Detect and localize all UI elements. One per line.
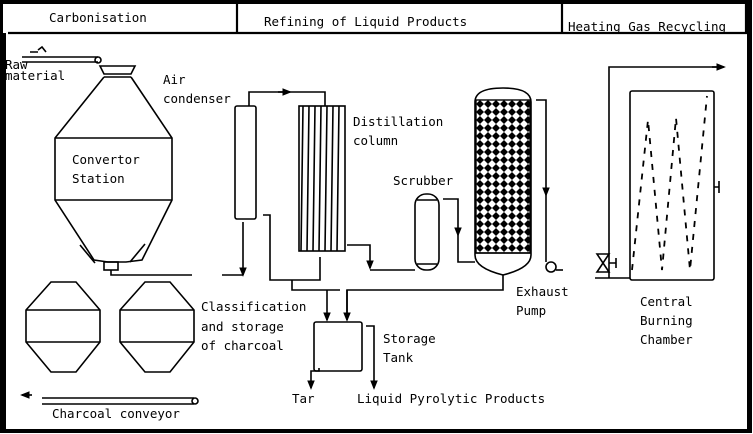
exhaust-pump-icon <box>545 261 557 273</box>
air-condenser-label-2: condenser <box>163 91 231 106</box>
charcoal-conveyor-label: Charcoal conveyor <box>52 406 180 421</box>
exhaust-label-2: Pump <box>516 303 546 318</box>
raw-material-conveyor <box>4 45 102 72</box>
storage-tank <box>307 290 378 390</box>
storage-label-1: Storage <box>383 331 436 346</box>
scrubber <box>414 193 475 271</box>
distillation-label-2: column <box>353 133 398 148</box>
central-burning-chamber <box>595 63 726 281</box>
liquid-products-label: Liquid Pyrolytic Products <box>357 391 545 406</box>
classification-label-2: and storage <box>201 319 284 334</box>
scrubber-label: Scrubber <box>393 173 454 188</box>
packed-tower <box>346 87 563 315</box>
header-row: Carbonisation Refining of Liquid Product… <box>8 3 750 35</box>
classification-label-3: of charcoal <box>201 338 284 353</box>
charcoal-storage-bins <box>25 281 195 373</box>
convertor-label-2: Station <box>72 171 125 186</box>
valve-icon <box>595 253 630 279</box>
raw-material-label-1: Raw <box>5 57 28 72</box>
convertor-station <box>54 65 192 276</box>
exhaust-label-1: Exhaust <box>516 284 569 299</box>
charcoal-conveyor <box>20 391 199 405</box>
convertor-label-1: Convertor <box>72 152 140 167</box>
burning-label-2: Burning <box>640 313 693 328</box>
distillation-label-1: Distillation <box>353 114 443 129</box>
air-condenser <box>222 88 326 281</box>
raw-material-label-2: material <box>5 68 65 83</box>
burning-label-1: Central <box>640 294 693 309</box>
classification-label-1: Classification <box>201 299 306 314</box>
burning-label-3: Chamber <box>640 332 693 347</box>
header-refining: Refining of Liquid Products <box>264 14 467 29</box>
distillation-column <box>291 105 415 291</box>
tar-label: Tar <box>292 391 315 406</box>
air-condenser-label-1: Air <box>163 72 186 87</box>
header-heating-gas: Heating Gas Recycling <box>568 19 726 34</box>
storage-label-2: Tank <box>383 350 414 365</box>
side-port-icon <box>714 181 720 193</box>
header-carbonisation: Carbonisation <box>49 10 147 25</box>
